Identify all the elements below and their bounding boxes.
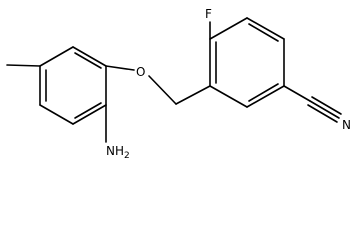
right-benzene-ring [209,17,285,108]
double-bond-inner [248,83,279,102]
nitrogen-label: N [342,118,351,132]
fluorine-label: F [205,7,212,21]
bond [39,46,74,67]
nitrile-carbon-bond [283,85,311,102]
double-bond-inner [74,52,102,69]
double-bond-inner [74,102,102,119]
bond [72,104,107,125]
bond [246,17,285,40]
aryl-oxygen-bond [105,65,135,71]
bond [209,85,248,108]
triple-bond-2 [311,96,342,115]
left-benzene-ring [39,46,107,125]
double-bond-inner [248,23,279,42]
bond [72,46,107,67]
bond [39,104,74,125]
oxygen-methylene-bond [148,75,177,105]
amine-label: NH2 [106,144,130,159]
amine-subscript: 2 [124,151,130,159]
oxygen-label: O [136,65,145,79]
methylene-ring-bond [175,85,211,105]
triple-bond-1 [309,100,340,119]
amine-n: NH [106,144,124,158]
molecule-structure: NH2 O F N [6,7,351,159]
methyl-bond [6,64,41,67]
bond [246,85,285,108]
triple-bond-3 [307,104,338,123]
bond [209,17,248,40]
